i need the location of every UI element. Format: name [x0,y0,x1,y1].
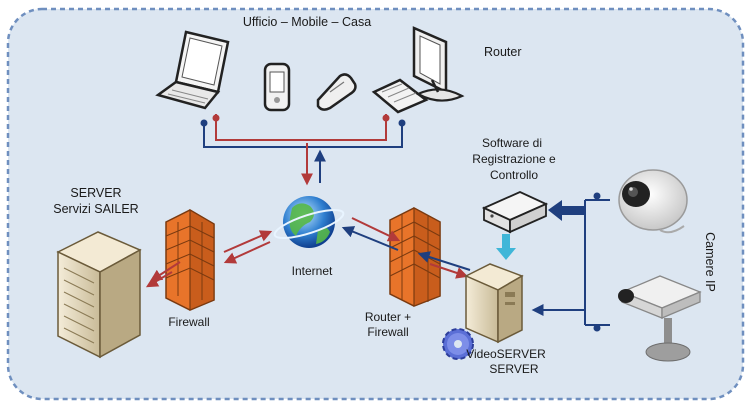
camera-bus-dots [593,192,601,332]
box-camera-icon [618,275,702,362]
dvr-box-icon [481,191,549,234]
pda-icon [263,62,291,112]
software-label-line3: Controllo [490,168,538,182]
router-firewall-label-line1: Router + [365,310,411,324]
videoserver-label-line2: SERVER [489,362,538,376]
router-firewall-label-line2: Firewall [367,325,408,339]
router-label: Router [484,45,522,59]
globe-icon [273,196,345,248]
mobile-phone-icon [316,73,357,111]
videoserver-icon [464,263,524,344]
gear-icon [442,328,474,360]
software-label-line2: Registrazione e [472,152,556,166]
laptop-icon [155,30,230,110]
firewall-label: Firewall [168,315,209,329]
server-icon [56,231,142,359]
software-label-line1: Software di [482,136,542,150]
connector-dots [200,114,406,127]
software-to-videoserver-arrow [496,234,516,260]
dome-camera-icon [618,169,688,234]
server-label-line1: SERVER [70,186,121,200]
monitor-icon [412,26,465,102]
left-links [145,230,273,288]
camere-ip-label: Camere IP [703,232,717,292]
server-label-line2: Servizi SAILER [53,202,138,216]
keyboard-icon [371,78,429,114]
top-connection-bus [203,125,403,186]
videoserver-label-line1: VideoSERVER [466,347,546,361]
firewall-icon [165,208,215,311]
internet-label: Internet [292,264,333,278]
camera-to-dvr-arrow [548,200,585,221]
router-links [341,217,471,279]
top-title: Ufficio – Mobile – Casa [243,15,371,29]
